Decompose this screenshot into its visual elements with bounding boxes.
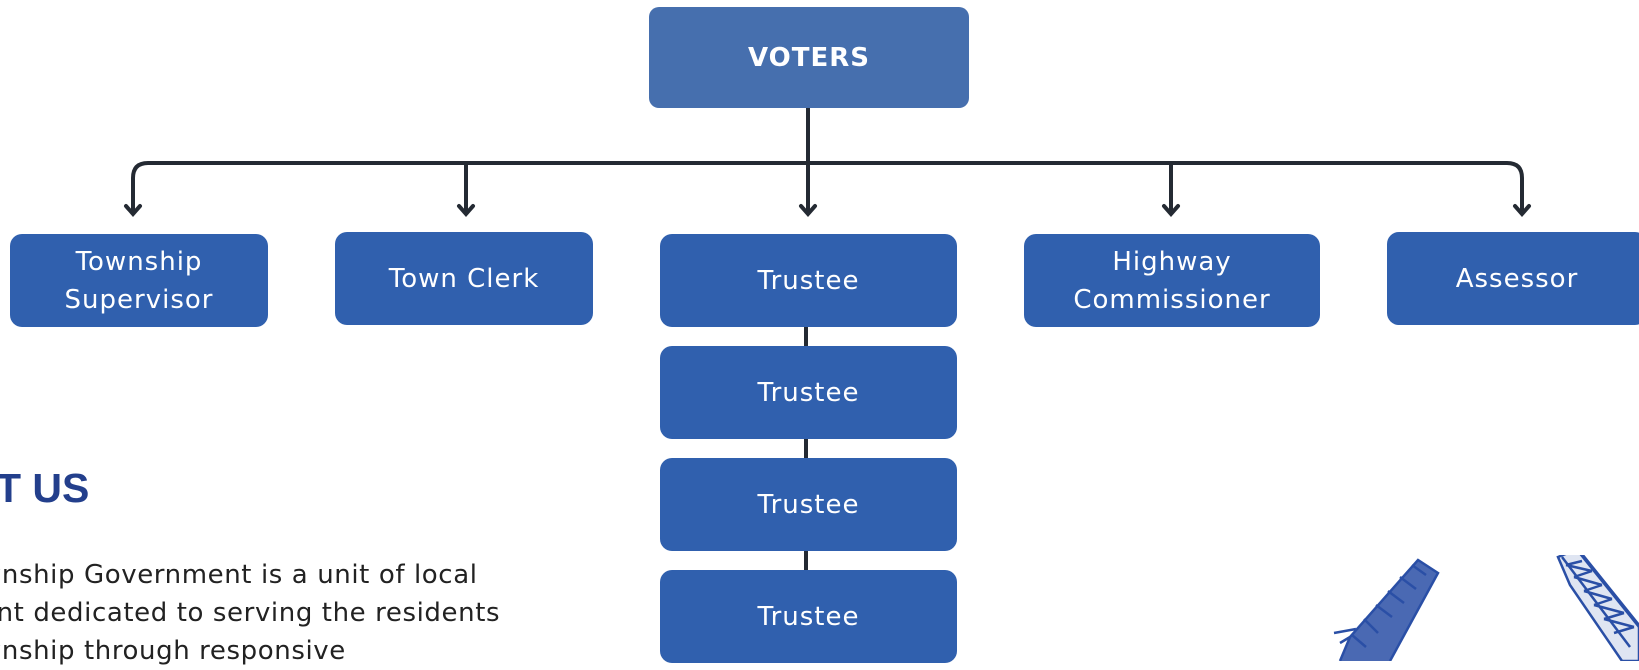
trustee-label: Trustee bbox=[757, 601, 860, 632]
arrow-highway bbox=[1162, 204, 1180, 218]
trustee-box: Trustee bbox=[660, 346, 957, 439]
office-box: Assessor bbox=[1387, 232, 1639, 325]
office-label: Trustee bbox=[757, 265, 860, 296]
arrow-trustee bbox=[799, 204, 817, 218]
arrow-assessor bbox=[1513, 204, 1531, 218]
horizontal-bus bbox=[131, 161, 1524, 214]
office-label: Assessor bbox=[1455, 263, 1579, 294]
office-box: Trustee bbox=[660, 234, 957, 327]
drawbridge-icon bbox=[1333, 555, 1639, 661]
about-line: ent dedicated to serving the residents bbox=[0, 598, 501, 628]
trustee-box: Trustee bbox=[660, 570, 957, 663]
office-label: Town Clerk bbox=[388, 263, 540, 294]
trustee-label: Trustee bbox=[757, 489, 860, 520]
office-label: Township Supervisor bbox=[64, 246, 214, 315]
office-box: Township Supervisor bbox=[10, 234, 268, 327]
office-box: Highway Commissioner bbox=[1024, 234, 1320, 327]
trustee-label: Trustee bbox=[757, 377, 860, 408]
about-line: wnship through responsive bbox=[0, 636, 346, 666]
trustee-box: Trustee bbox=[660, 458, 957, 551]
about-heading: T US bbox=[0, 465, 90, 511]
office-label: Highway Commissioner bbox=[1073, 246, 1271, 315]
arrow-clerk bbox=[457, 204, 475, 218]
arrow-supervisor bbox=[124, 204, 142, 218]
about-paragraph: wnship Government is a unit of local ent… bbox=[0, 556, 580, 670]
voters-box: VOTERS bbox=[649, 7, 969, 108]
about-line: wnship Government is a unit of local bbox=[0, 560, 478, 590]
office-box: Town Clerk bbox=[335, 232, 593, 325]
voters-label: VOTERS bbox=[747, 42, 870, 73]
